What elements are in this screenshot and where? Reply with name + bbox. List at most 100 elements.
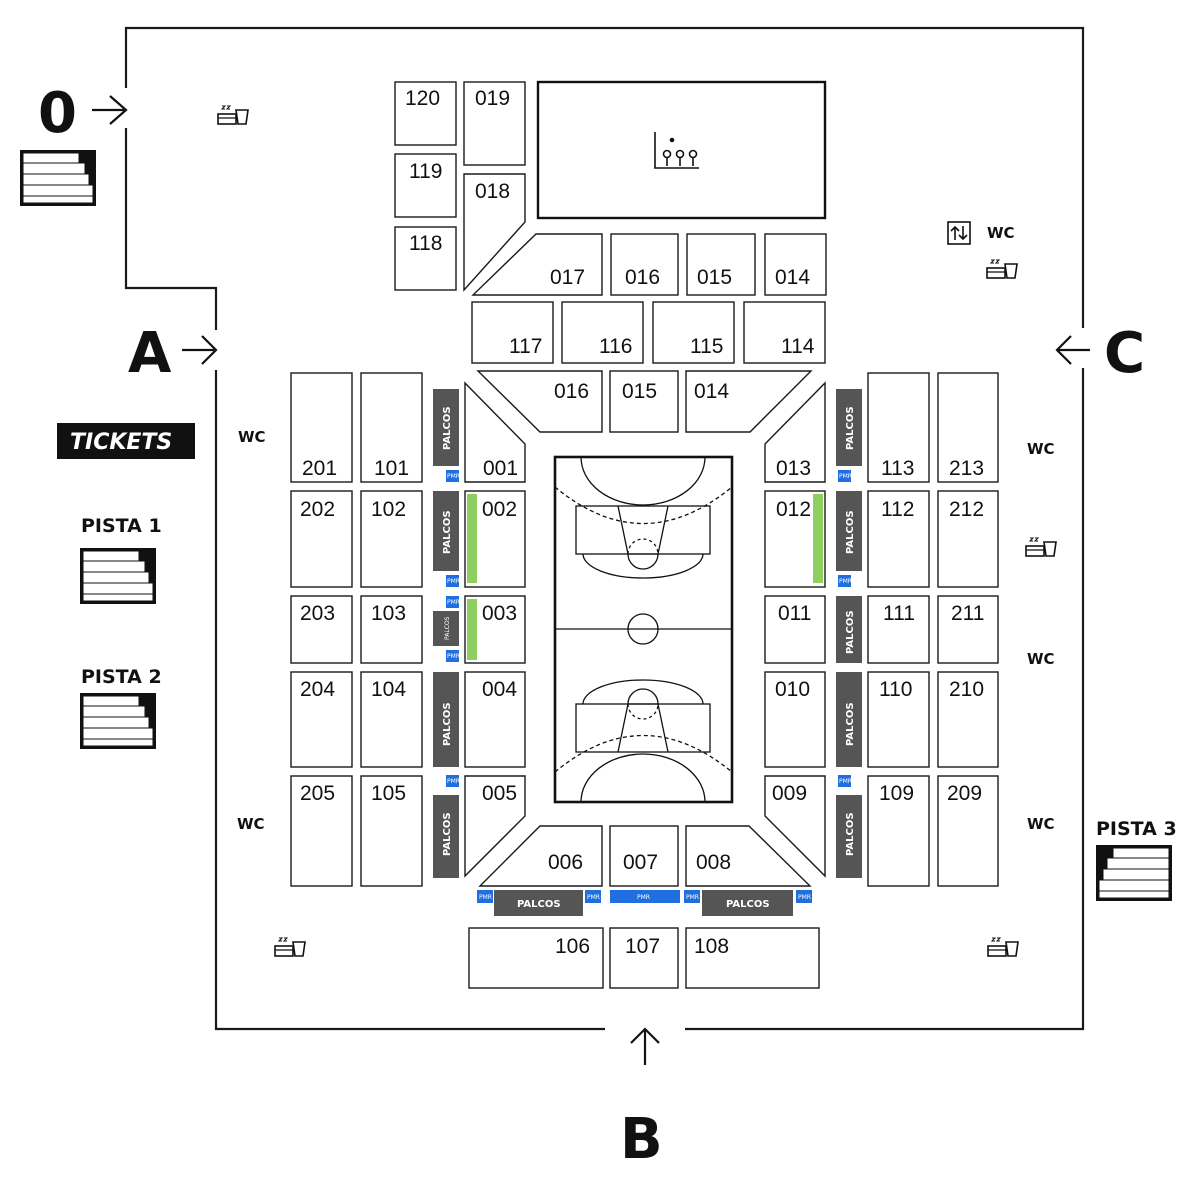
section-label: 004	[482, 678, 517, 701]
section-204[interactable]	[290, 671, 353, 768]
stairs-icon	[79, 547, 157, 605]
pmr-box[interactable]: PMR	[446, 596, 460, 608]
palcos-box[interactable]: PALCOS	[702, 890, 793, 916]
palcos-box[interactable]: PALCOS	[836, 389, 862, 466]
section-116[interactable]	[561, 301, 644, 364]
section-004[interactable]	[464, 671, 526, 768]
section-label: 005	[482, 782, 517, 805]
palcos-box[interactable]: PALCOS	[433, 491, 459, 571]
section-label: 209	[947, 782, 982, 805]
section-label: 204	[300, 678, 335, 701]
pmr-label: PMR	[479, 894, 492, 901]
section-205[interactable]	[290, 775, 353, 887]
section-104[interactable]	[360, 671, 423, 768]
wc-label: WC	[1027, 815, 1055, 833]
section-115[interactable]	[652, 301, 735, 364]
section-113[interactable]	[867, 372, 930, 483]
section-117[interactable]	[471, 301, 554, 364]
food-icon	[986, 259, 1018, 279]
section-201[interactable]	[290, 372, 353, 483]
section-110[interactable]	[867, 671, 930, 768]
pmr-box[interactable]: PMR	[446, 470, 460, 482]
pmr-box[interactable]: PMR	[446, 650, 460, 662]
section-label: 108	[694, 935, 729, 958]
pmr-label: PMR	[447, 653, 460, 660]
section-101[interactable]	[360, 372, 423, 483]
section-103[interactable]	[360, 595, 423, 664]
section-019[interactable]	[463, 81, 526, 166]
pmr-box[interactable]: PMR	[446, 775, 460, 787]
pmr-box[interactable]: PMR	[838, 775, 852, 787]
pmr-box[interactable]: PMR	[796, 890, 812, 903]
section-112[interactable]	[867, 490, 930, 588]
section-212[interactable]	[937, 490, 999, 588]
section-011[interactable]	[764, 595, 826, 664]
section-015[interactable]	[609, 370, 679, 433]
palcos-box[interactable]: PALCOS	[433, 672, 459, 767]
section-label: 111	[883, 602, 915, 625]
section-007[interactable]	[609, 825, 679, 887]
section-008[interactable]	[685, 825, 812, 887]
section-211[interactable]	[937, 595, 999, 664]
section-014[interactable]	[685, 370, 813, 433]
food-icon	[1025, 537, 1057, 557]
section-006[interactable]	[478, 825, 603, 887]
pmr-box[interactable]: PMR	[585, 890, 601, 903]
section-label: 007	[623, 851, 658, 874]
pmr-box[interactable]: PMR	[477, 890, 493, 903]
section-017[interactable]	[471, 233, 603, 296]
section-111[interactable]	[867, 595, 930, 664]
section-014-upper[interactable]	[764, 233, 827, 296]
green-strip	[467, 599, 477, 660]
section-213[interactable]	[937, 372, 999, 483]
palcos-box[interactable]: PALCOS	[836, 795, 862, 878]
palcos-box[interactable]: PALCOS	[836, 672, 862, 767]
palcos-box[interactable]: PALCOS	[836, 491, 862, 571]
section-005[interactable]	[464, 775, 526, 878]
section-001[interactable]	[464, 381, 526, 483]
pista-2-label: PISTA 2	[81, 666, 162, 688]
section-209[interactable]	[937, 775, 999, 887]
section-010[interactable]	[764, 671, 826, 768]
pmr-box[interactable]: PMR	[610, 890, 680, 903]
section-118[interactable]	[394, 226, 457, 291]
section-label: 201	[302, 457, 337, 480]
section-202[interactable]	[290, 490, 353, 588]
section-210[interactable]	[937, 671, 999, 768]
palcos-box[interactable]: PALCOS	[494, 890, 583, 916]
section-109[interactable]	[867, 775, 930, 887]
pmr-box[interactable]: PMR	[446, 575, 460, 587]
section-013[interactable]	[764, 381, 826, 483]
pmr-box[interactable]: PMR	[838, 575, 852, 587]
pmr-box[interactable]: PMR	[838, 470, 852, 482]
palcos-box[interactable]: PALCOS	[433, 795, 459, 878]
section-119[interactable]	[394, 153, 457, 218]
palcos-box[interactable]: PALCOS	[433, 611, 459, 646]
section-203[interactable]	[290, 595, 353, 664]
section-018[interactable]	[463, 173, 526, 292]
section-label: 011	[778, 602, 811, 625]
section-label: 103	[371, 602, 406, 625]
section-102[interactable]	[360, 490, 423, 588]
section-120[interactable]	[394, 81, 457, 146]
pmr-label: PMR	[447, 599, 460, 606]
section-106[interactable]	[468, 927, 604, 989]
section-009[interactable]	[764, 775, 826, 878]
pmr-box[interactable]: PMR	[684, 890, 700, 903]
palcos-box[interactable]: PALCOS	[433, 389, 459, 466]
palcos-box[interactable]: PALCOS	[836, 596, 862, 663]
section-label: 109	[879, 782, 914, 805]
tickets-badge[interactable]	[57, 423, 195, 459]
section-label: 115	[690, 335, 723, 358]
pmr-label: PMR	[839, 578, 852, 585]
section-015-upper[interactable]	[686, 233, 756, 296]
section-label: 015	[697, 266, 732, 289]
section-107[interactable]	[609, 927, 679, 989]
section-label: 205	[300, 782, 335, 805]
section-016-upper[interactable]	[610, 233, 679, 296]
section-114[interactable]	[743, 301, 826, 364]
section-016[interactable]	[476, 370, 603, 433]
section-108[interactable]	[685, 927, 820, 989]
food-icon	[987, 937, 1019, 957]
section-105[interactable]	[360, 775, 423, 887]
